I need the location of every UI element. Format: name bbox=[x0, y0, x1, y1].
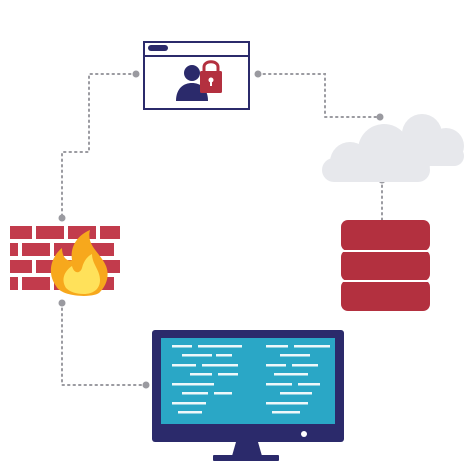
connector-dot bbox=[254, 70, 262, 78]
connector-dot bbox=[58, 299, 66, 307]
connector-firewall-monitor bbox=[61, 302, 147, 386]
database-disk-1 bbox=[341, 220, 430, 251]
connectors bbox=[61, 73, 383, 386]
secure-browser-user-lock-icon bbox=[143, 41, 250, 110]
monitor-screen bbox=[161, 338, 335, 424]
firewall-brick-fire-icon bbox=[10, 226, 120, 296]
padlock-icon bbox=[200, 60, 222, 93]
database-disk-3 bbox=[341, 280, 430, 311]
browser-address-bar bbox=[148, 45, 168, 51]
connector-dot bbox=[376, 113, 384, 121]
monitor-power-button bbox=[301, 431, 307, 437]
cloud-icon bbox=[322, 114, 464, 182]
database-server-icon bbox=[341, 220, 430, 311]
connector-browser-firewall bbox=[61, 73, 137, 219]
monitor-code-icon bbox=[152, 330, 344, 461]
connector-browser-cloud bbox=[257, 73, 381, 118]
database-disk-2 bbox=[341, 250, 430, 281]
monitor-base bbox=[213, 455, 279, 461]
connector-dot bbox=[142, 381, 150, 389]
connector-dots bbox=[58, 70, 386, 389]
code-lines bbox=[172, 345, 330, 414]
fire-inner-icon bbox=[63, 254, 100, 294]
monitor-stand bbox=[232, 442, 262, 456]
connector-dot bbox=[132, 70, 140, 78]
connector-dot bbox=[58, 214, 66, 222]
